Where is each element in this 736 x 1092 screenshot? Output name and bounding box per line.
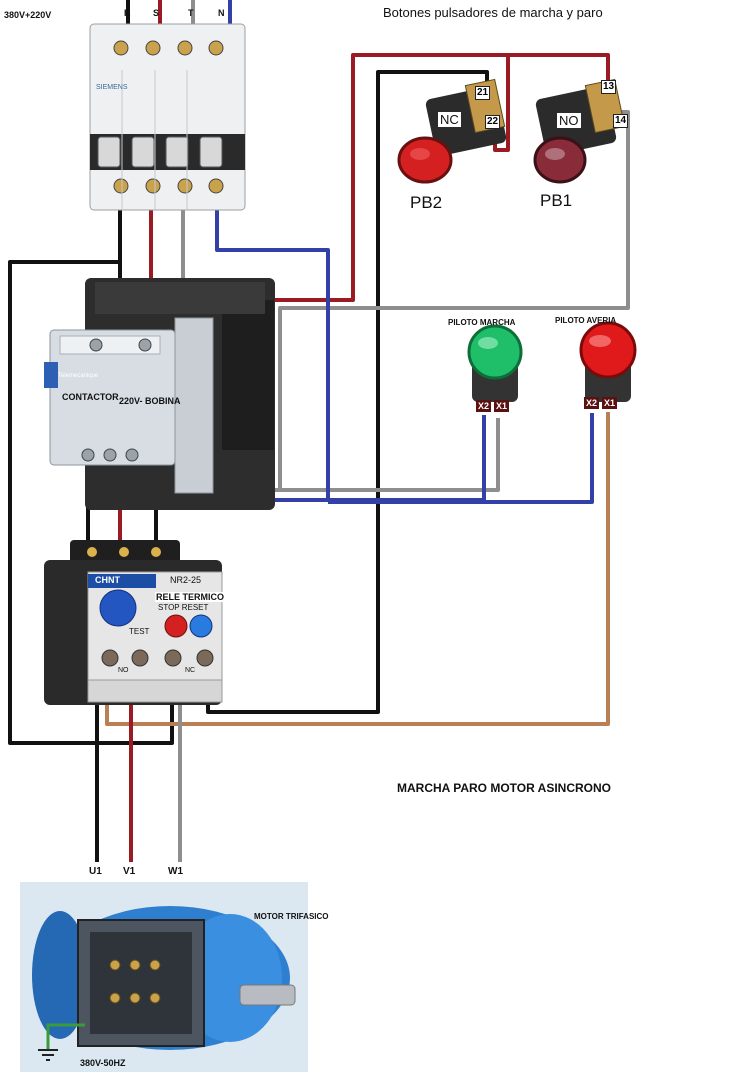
motor-terminal-v1: V1 (123, 866, 136, 877)
motor-terminal-w1: W1 (168, 866, 183, 877)
pilot-fault-x2: X2 (584, 397, 600, 409)
pilot-fault-label: PILOTO AVERIA (555, 316, 617, 325)
motor-terminal-u1: U1 (89, 866, 102, 877)
wire-brown-fault (105, 412, 610, 726)
supply-voltage-label: 380V+220V (4, 10, 52, 20)
pb1-name: PB1 (540, 191, 573, 210)
motor-label: MOTOR TRIFASICO (254, 912, 329, 921)
pb2-name: PB2 (410, 193, 443, 212)
buttons-title: Botones pulsadores de marcha y paro (383, 5, 603, 20)
wire-red-pb-bridge (508, 53, 610, 80)
ground-wire (46, 1023, 85, 1050)
pb1-terminal-14: 14 (613, 114, 629, 128)
screw-icon (103, 448, 117, 462)
screw-icon (113, 178, 129, 194)
phase-label-r: R (124, 8, 131, 18)
relay-test: TEST (129, 627, 150, 636)
pb2-terminal-21: 21 (475, 86, 491, 100)
screw-icon (177, 40, 193, 56)
screw-icon (125, 448, 139, 462)
pilot-run-x1: X1 (494, 400, 510, 412)
pilot-lamp-run (467, 324, 523, 402)
diagram-title: MARCHA PARO MOTOR ASINCRONO (397, 781, 611, 795)
pb1-terminal-13: 13 (601, 80, 617, 94)
relay-contact-nc: NC (185, 667, 196, 674)
screw-icon (208, 178, 224, 194)
screw-icon (196, 649, 214, 667)
screw-icon (145, 178, 161, 194)
wire-blue-pilot-fault (328, 413, 594, 504)
coil-label: 220V- BOBINA (119, 396, 181, 406)
pb1-type: NO (557, 113, 581, 128)
contactor (44, 278, 275, 510)
circuit-breaker-4p (89, 23, 246, 211)
screw-icon (177, 178, 193, 194)
screw-icon (138, 338, 152, 352)
phase-label-s: S (153, 8, 160, 18)
screw-icon (131, 649, 149, 667)
pushbutton-pb1 (533, 78, 626, 184)
pilot-fault-x1: X1 (602, 397, 618, 409)
pilot-run-x2: X2 (476, 400, 492, 412)
relay-stop-reset: STOP RESET (158, 603, 209, 612)
pushbutton-pb2 (397, 78, 507, 184)
phase-label-t: T (188, 8, 194, 18)
breaker-brand: SIEMENS (96, 84, 128, 91)
relay-brand: CHNT (95, 575, 120, 585)
wire-gray-pb1-coil (278, 110, 630, 488)
wire-black-relay-pb2 (206, 70, 489, 714)
pb2-type: NC (438, 112, 461, 127)
pilot-lamp-fault (579, 321, 637, 402)
pb2-terminal-22: 22 (485, 115, 501, 129)
relay-model: NR2-25 (170, 575, 202, 585)
contactor-label: CONTACTOR (62, 392, 119, 402)
wire-black-left-loop (8, 260, 174, 745)
screw-icon (208, 40, 224, 56)
screw-icon (113, 40, 129, 56)
motor-three-phase (20, 882, 308, 1072)
screw-icon (145, 40, 161, 56)
overload-relay (44, 540, 223, 705)
relay-contact-no: NO (118, 667, 129, 674)
screw-icon (164, 649, 182, 667)
screw-icon (89, 338, 103, 352)
wire-blue-pilot-run (328, 415, 486, 502)
contactor-brand: Telemecanique (58, 373, 99, 379)
ground-icon (38, 1049, 58, 1061)
relay-label: RELE TERMICO (155, 592, 226, 602)
phase-label-n: N (218, 8, 225, 18)
motor-rating: 380V-50HZ (80, 1058, 126, 1068)
screw-icon (101, 649, 119, 667)
pilot-run-label: PILOTO MARCHA (448, 318, 516, 327)
screw-icon (81, 448, 95, 462)
